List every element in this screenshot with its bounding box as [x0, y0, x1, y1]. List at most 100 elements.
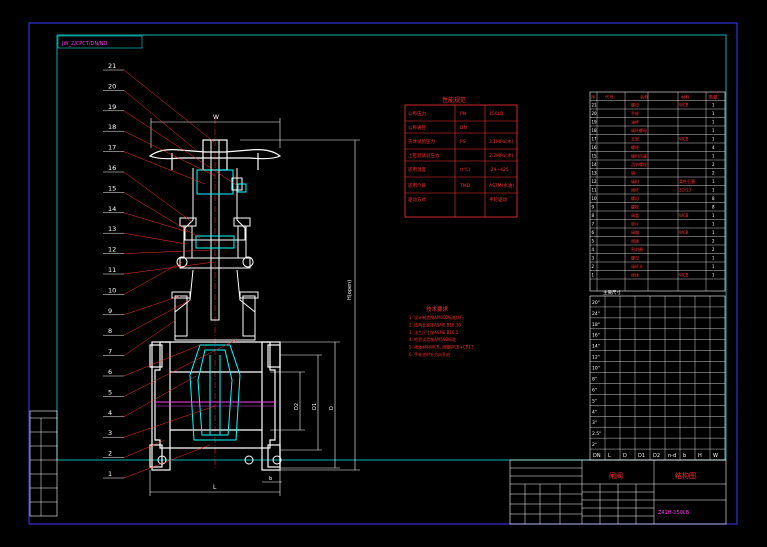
- dim-size-cell: 14": [592, 344, 600, 350]
- dim-header: DN: [593, 453, 601, 459]
- parts-cell: 20: [592, 111, 598, 116]
- leader-line: [123, 69, 215, 143]
- dim-D1: D1: [312, 403, 318, 410]
- part-number-label: 3: [108, 429, 112, 437]
- parts-header: 名称: [640, 94, 648, 101]
- dim-size-cell: 12": [592, 355, 600, 361]
- spec-table-title: 性能规范: [442, 96, 466, 104]
- parts-cell: 手轮: [631, 110, 639, 116]
- spec-value: -29~425: [489, 167, 509, 173]
- parts-cell: 8: [712, 196, 715, 201]
- dim-size-cell: 5": [592, 398, 597, 404]
- dim-size-cell: 2.5": [592, 431, 601, 437]
- note-line: 3. 法兰尺寸按ASME B16.5: [409, 329, 459, 335]
- dimensions: [149, 118, 360, 496]
- parts-cell: 2: [712, 162, 715, 167]
- part-number-label: 1: [108, 470, 112, 478]
- dim-size-cell: 4": [592, 409, 597, 415]
- parts-cell: 螺栓: [631, 204, 639, 210]
- parts-cell: 1: [712, 120, 715, 125]
- spec-symbol: TMD: [459, 183, 471, 189]
- note-line: 2. 结构长度按ASME B16.10: [409, 321, 461, 327]
- dim-size-cell: 24": [592, 311, 600, 317]
- leader-line: [123, 439, 166, 458]
- corner-tag-box: [57, 35, 143, 49]
- note-line: 5. 阀体材料WCB, 阀瓣WCB+CR13: [409, 344, 474, 350]
- parts-cell: 11: [592, 188, 598, 193]
- parts-cell: 19: [592, 120, 598, 125]
- parts-cell: 3: [592, 256, 595, 261]
- parts-cell: 1: [712, 137, 715, 142]
- part-number-label: 11: [108, 266, 116, 274]
- parts-cell: 8: [592, 213, 595, 218]
- leader-line: [123, 405, 216, 438]
- parts-cell: 油杯: [631, 119, 639, 125]
- parts-cell: 1: [712, 230, 715, 235]
- leader-line: [123, 339, 237, 397]
- dim-size-cell: 18": [592, 322, 600, 328]
- parts-cell: 填料: [631, 178, 639, 184]
- note-line: 6. 手轮逆时针方向开启: [409, 351, 450, 357]
- parts-cell: 2: [712, 239, 715, 244]
- parts-cell: 1: [712, 213, 715, 218]
- part-number-label: 2: [108, 450, 112, 458]
- parts-cell: 阀盖: [631, 212, 639, 218]
- part-number-label: 18: [108, 123, 116, 131]
- wedge: [189, 344, 241, 441]
- spec-value: ASTM(水油): [489, 182, 514, 189]
- dim-W: W: [213, 114, 219, 121]
- spec-symbol: t(℃): [460, 167, 471, 173]
- spec-symbol: PS: [460, 139, 466, 145]
- parts-cell: 支架: [631, 136, 639, 142]
- parts-cell: 9: [592, 205, 595, 210]
- note-line: 1. 设计制造按API600标准执行: [409, 314, 464, 320]
- dim-header: H: [698, 453, 702, 459]
- parts-cell: WCB: [679, 273, 689, 278]
- parts-cell: 1: [712, 188, 715, 193]
- spec-label: 驱动方式: [408, 196, 426, 203]
- part-number-label: 16: [108, 164, 116, 172]
- parts-cell: 螺母: [631, 102, 639, 108]
- dim-size-cell: 6": [592, 387, 597, 393]
- part-number-label: 19: [108, 103, 116, 111]
- dim-header: n-d: [668, 453, 676, 459]
- parts-cell: 垫片: [631, 221, 639, 227]
- part-number-label: 7: [108, 348, 112, 356]
- leader-line: [123, 319, 177, 356]
- parts-header: 代号: [605, 94, 613, 101]
- leader-line: [123, 344, 201, 377]
- leader-line: [123, 130, 216, 177]
- spec-value: 3.1MPa(水): [489, 138, 514, 145]
- parts-cell: 柔性石墨: [679, 178, 695, 184]
- parts-cell: 10: [592, 196, 598, 201]
- dim-L: L: [213, 484, 217, 491]
- parts-cell: 阀座: [631, 238, 639, 244]
- spec-label: 公称压力: [408, 110, 426, 117]
- part-number-label: 5: [108, 388, 112, 396]
- parts-cell: 4: [592, 247, 595, 252]
- part-number-label: 13: [108, 225, 116, 233]
- dim-size-cell: 20": [592, 300, 600, 306]
- spec-label: 壳体试验压力: [408, 138, 435, 145]
- parts-cell: 1: [712, 103, 715, 108]
- spec-value: 2.2MPa(水): [489, 152, 514, 159]
- leader-line: [123, 444, 211, 479]
- parts-cell: 2: [712, 247, 715, 252]
- leader-line: [123, 261, 183, 295]
- note-line: 4. 检验试验按API598标准: [409, 336, 456, 342]
- parts-cell: 4: [712, 145, 715, 150]
- dim-size-cell: 16": [592, 333, 600, 339]
- leader-line: [123, 192, 201, 239]
- parts-cell: 18: [592, 128, 598, 133]
- spec-value: 150LB: [489, 111, 503, 117]
- parts-cell: WCB: [679, 230, 689, 235]
- leader-line: [123, 249, 213, 254]
- spec-symbol: DN: [460, 125, 467, 131]
- parts-cell: 1: [712, 264, 715, 269]
- leader-line: [123, 375, 197, 418]
- parts-cell: 2Cr13: [679, 188, 692, 193]
